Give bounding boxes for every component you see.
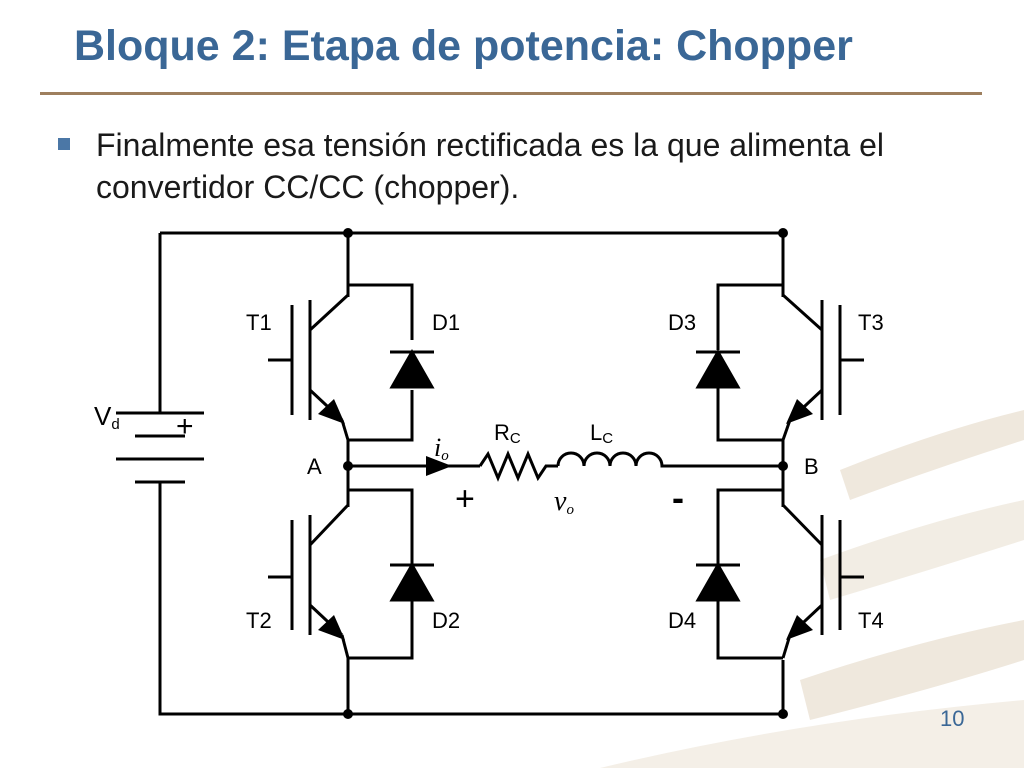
inductor-lc — [556, 451, 668, 468]
resistor-label: RC — [494, 420, 521, 447]
source-plus: + — [176, 410, 194, 443]
label-d3: D3 — [668, 310, 696, 335]
transistor-t2 — [268, 490, 350, 659]
current-label: io — [434, 433, 449, 464]
resistor-rc — [478, 450, 558, 482]
diode-d2 — [389, 561, 435, 602]
node-a-label: A — [307, 454, 322, 479]
vo-minus: - — [672, 477, 684, 518]
source-label: Vd — [94, 401, 120, 433]
transistor-t3 — [781, 285, 864, 441]
bullet-square-icon — [58, 138, 70, 150]
junction-dots — [343, 228, 788, 719]
label-d1: D1 — [432, 310, 460, 335]
diode-d4 — [695, 561, 741, 602]
label-d4: D4 — [668, 608, 696, 633]
transistor-t4 — [781, 490, 864, 659]
current-arrow-icon — [426, 456, 452, 476]
label-t2: T2 — [246, 608, 272, 633]
dc-source — [116, 411, 204, 484]
inductor-label: LC — [590, 420, 613, 447]
label-d2: D2 — [432, 608, 460, 633]
title-divider — [40, 92, 982, 95]
label-t4: T4 — [858, 608, 884, 633]
label-t1: T1 — [246, 310, 272, 335]
diode-d3 — [695, 348, 741, 389]
label-t3: T3 — [858, 310, 884, 335]
bullet-text: Finalmente esa tensión rectificada es la… — [96, 127, 884, 205]
vo-label: vo — [554, 486, 574, 518]
transistor-t1 — [268, 285, 350, 441]
diode-d1 — [389, 348, 435, 389]
circuit-wires — [158, 231, 785, 716]
page-number: 10 — [940, 706, 965, 731]
node-b-label: B — [804, 454, 819, 479]
slide-title: Bloque 2: Etapa de potencia: Chopper — [74, 22, 853, 70]
vo-plus: + — [455, 480, 475, 518]
